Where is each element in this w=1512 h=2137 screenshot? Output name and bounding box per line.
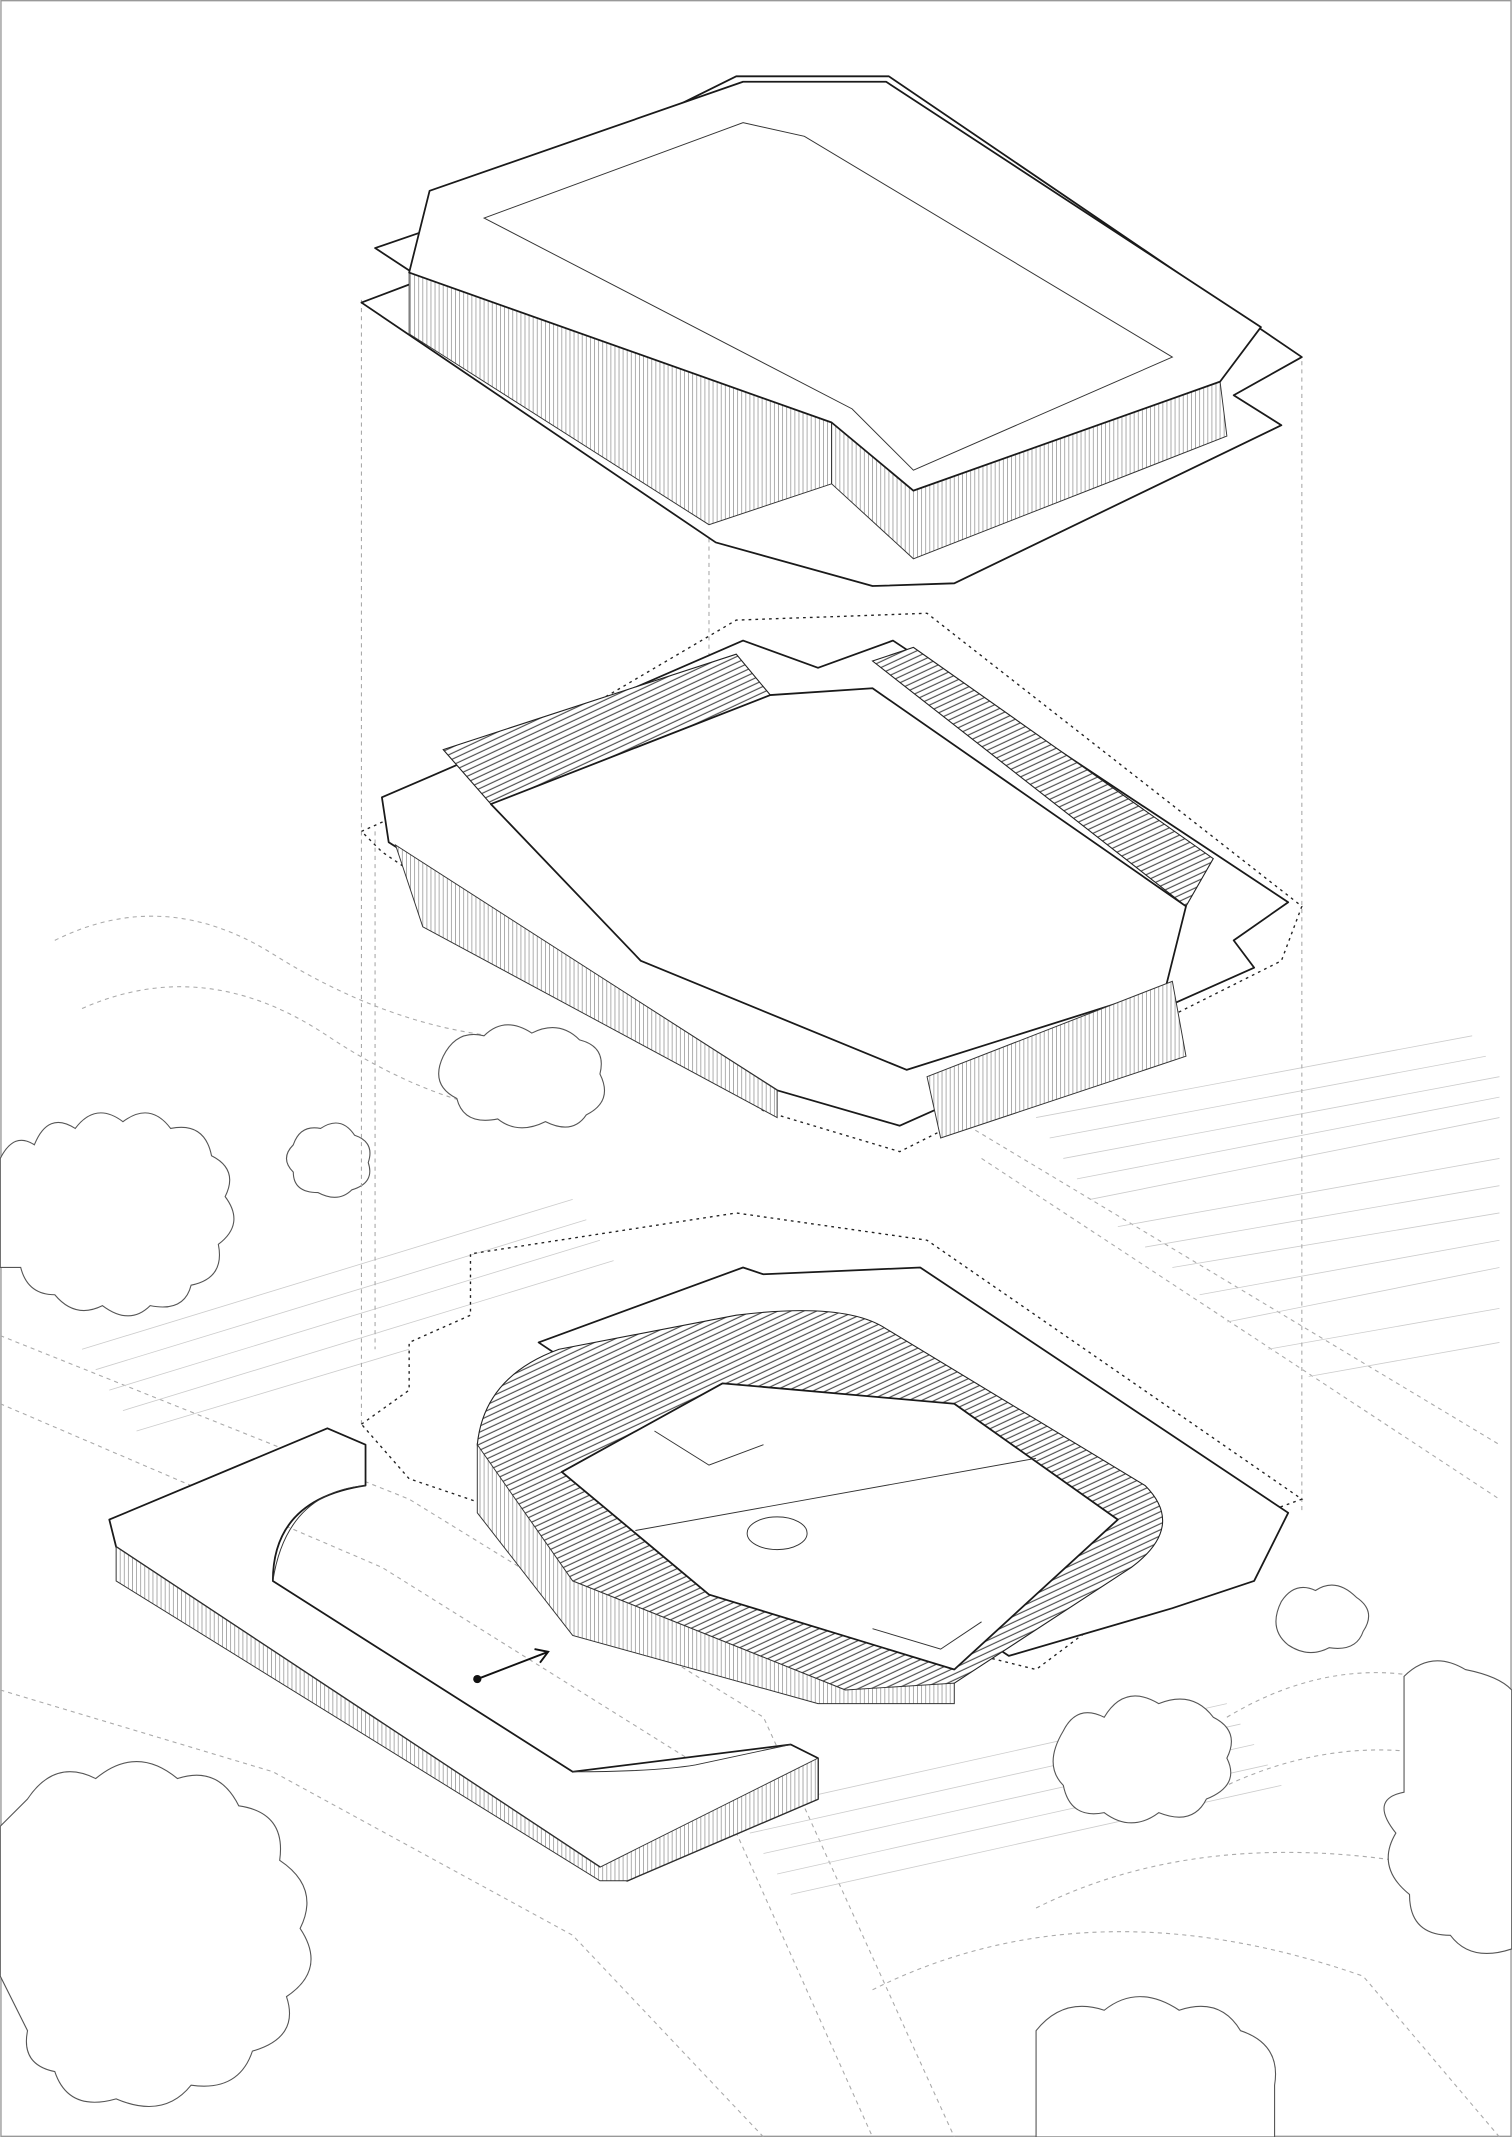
direction-arrow bbox=[473, 1648, 550, 1684]
west-building-inner-courtyard bbox=[272, 1485, 791, 1773]
tree-small-right bbox=[1275, 1584, 1370, 1654]
ground-layer bbox=[108, 1212, 1304, 1882]
tree-cluster-bottom-right bbox=[1035, 1660, 1512, 2137]
pitch-markings bbox=[635, 1430, 1037, 1650]
stands-southeast-structure bbox=[926, 980, 1187, 1139]
tree-cluster-bottom bbox=[0, 1760, 312, 2108]
tree-small bbox=[285, 1122, 371, 1198]
west-building-facade bbox=[115, 1545, 819, 1882]
roof-opening-outline bbox=[482, 122, 1174, 471]
roof-layer bbox=[360, 75, 1303, 587]
stands-footprint-outline bbox=[360, 612, 1303, 1153]
upper-pitch-void bbox=[490, 687, 1187, 1071]
projection-lines bbox=[360, 299, 1303, 1513]
bowl-west-facade bbox=[476, 1443, 955, 1705]
tree-cluster-left bbox=[0, 1112, 235, 1317]
arrow-icon bbox=[476, 1648, 550, 1680]
parking-areas bbox=[81, 1035, 1500, 1895]
stands-layer bbox=[360, 612, 1303, 1153]
football-pitch bbox=[560, 1382, 1119, 1671]
stands-south-structure bbox=[394, 843, 778, 1119]
roof-top-surface bbox=[408, 80, 1262, 492]
site-landscape bbox=[0, 915, 1512, 2137]
ground-footprint-outline bbox=[360, 1212, 1304, 1671]
tree-cluster-right bbox=[1052, 1695, 1232, 1824]
upper-tier-east bbox=[871, 646, 1214, 908]
tree-cluster-mid bbox=[438, 1024, 605, 1129]
